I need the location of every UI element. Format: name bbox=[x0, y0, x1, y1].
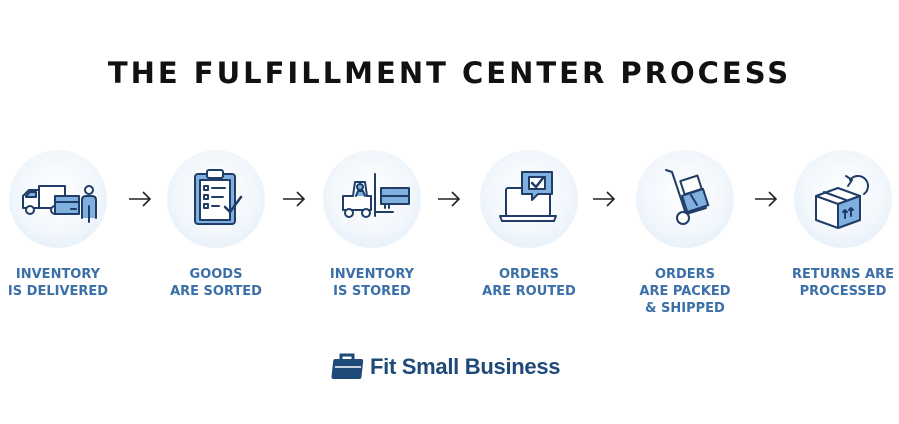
return-box-icon bbox=[794, 150, 892, 248]
step-label-line: INVENTORY bbox=[15, 267, 101, 282]
briefcase-icon bbox=[331, 353, 364, 379]
step-label-line: IS DELIVERED bbox=[7, 284, 109, 299]
step-label-line: INVENTORY bbox=[329, 267, 415, 282]
brand-name: Fit Small Business bbox=[370, 354, 561, 379]
step-label-line: PROCESSED bbox=[799, 284, 887, 299]
step-label-line: ORDERS bbox=[498, 267, 560, 282]
step-label-line: ORDERS bbox=[654, 267, 716, 282]
right-arrow-icon bbox=[438, 191, 461, 207]
forklift-icon bbox=[323, 150, 421, 248]
step-label-line: & SHIPPED bbox=[645, 301, 725, 316]
delivery-truck-icon bbox=[9, 150, 107, 248]
step-label-line: RETURNS ARE bbox=[791, 267, 895, 282]
laptop-check-icon bbox=[480, 150, 578, 248]
step-label-line: ARE SORTED bbox=[170, 284, 262, 299]
hand-truck-icon bbox=[636, 150, 734, 248]
clipboard-checklist-icon bbox=[167, 150, 265, 248]
right-arrow-icon bbox=[129, 191, 152, 207]
step-label-line: ARE PACKED bbox=[639, 284, 731, 299]
right-arrow-icon bbox=[593, 191, 616, 207]
diagram-title: THE FULFILLMENT CENTER PROCESS bbox=[107, 56, 792, 90]
right-arrow-icon bbox=[755, 191, 778, 207]
step-label-line: IS STORED bbox=[333, 284, 411, 299]
right-arrow-icon bbox=[283, 191, 306, 207]
step-label-line: GOODS bbox=[189, 267, 243, 282]
step-label-line: ARE ROUTED bbox=[482, 284, 576, 299]
brand-logo: Fit Small Business bbox=[330, 352, 561, 382]
